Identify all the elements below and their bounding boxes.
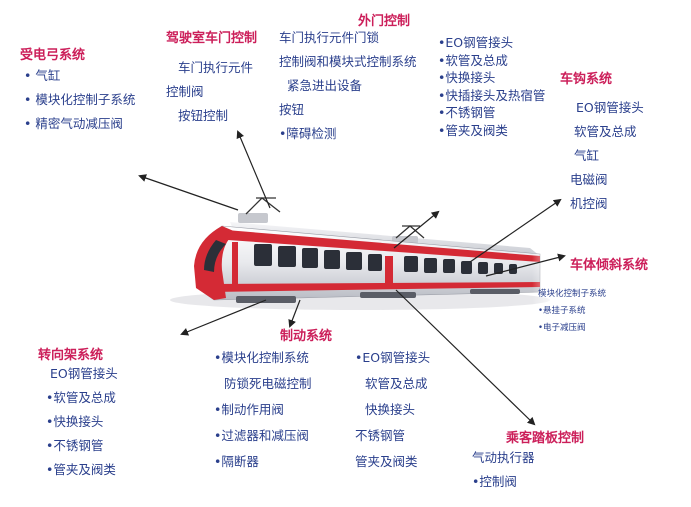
outer-door-list-right: •EO钢管接头 •软管及总成 •快换接头 •快插接头及热宿管 •不锈钢管 •管夹… xyxy=(438,34,545,139)
bogie-item: •快换接头 xyxy=(46,414,104,429)
outer-door-item: 车门执行元件门锁 xyxy=(279,30,380,45)
outer-door-item: •不锈钢管 xyxy=(438,105,496,120)
outer-door-item: 控制阀和模块式控制系统 xyxy=(279,54,417,69)
pantograph-item: • 模块化控制子系统 xyxy=(24,92,136,107)
train-doors xyxy=(232,242,393,286)
bogie-item: •不锈钢管 xyxy=(46,438,104,453)
arrow-bogie xyxy=(180,299,267,336)
brake-item: •过滤器和减压阀 xyxy=(214,428,309,443)
pantograph-right xyxy=(395,225,425,239)
cab-door-list: 车门执行元件 控制阀 按钮控制 xyxy=(166,56,253,128)
pantograph-item: • 精密气动减压阀 xyxy=(24,116,123,131)
outer-door-list-left: 车门执行元件门锁 控制阀和模块式控制系统 紧急进出设备 按钮 •障碍检测 xyxy=(279,26,417,146)
outer-door-item: •软管及总成 xyxy=(438,52,508,68)
outer-door-item: •快插接头及热宿管 xyxy=(438,87,546,103)
pointer-arrows xyxy=(138,130,566,426)
outer-door-item: •EO钢管接头 xyxy=(438,35,514,50)
brake-list-left: •模块化控制系统 防锁死电磁控制 •制动作用阀 •过滤器和减压阀 •隔断器 xyxy=(214,345,312,475)
bogie-item: •管夹及阀类 xyxy=(46,462,116,477)
outer-door-item: •管夹及阀类 xyxy=(438,122,508,138)
step-title: 乘客踏板控制 xyxy=(506,431,585,446)
tilting-item: 模块化控制子系统 xyxy=(538,289,607,299)
brake-item: •模块化控制系统 xyxy=(214,350,309,365)
outer-door-title: 外门控制 xyxy=(358,14,411,29)
coupler-item: EO钢管接头 xyxy=(576,100,644,115)
step-item: 气动执行器 xyxy=(472,450,535,465)
brake-item: 快换接头 xyxy=(365,402,416,417)
brake-item: 防锁死电磁控制 xyxy=(224,376,312,391)
arrow-tilting xyxy=(485,253,566,277)
coupler-list: EO钢管接头 软管及总成 气缸 电磁阀 机控阀 xyxy=(570,96,644,216)
roof-equipment xyxy=(238,213,268,223)
outer-door-item: •快换接头 xyxy=(438,70,496,85)
cab-door-item: 按钮控制 xyxy=(178,108,229,123)
outer-door-item: 紧急进出设备 xyxy=(287,78,363,93)
arrow-coupler xyxy=(469,198,562,263)
pantograph-item: • 气缸 xyxy=(24,68,61,83)
outer-door-item: 按钮 xyxy=(279,102,305,117)
arrow-outer-door xyxy=(393,210,440,249)
step-item: •控制阀 xyxy=(472,474,517,489)
brake-item: •EO钢管接头 xyxy=(355,350,431,365)
pantograph-list: • 气缸 • 模块化控制子系统 • 精密气动减压阀 xyxy=(24,64,135,136)
tilting-title: 车体倾斜系统 xyxy=(570,258,649,273)
cab-door-title: 驾驶室车门控制 xyxy=(166,31,258,46)
brake-item: •隔断器 xyxy=(214,454,259,469)
tilting-item: •悬挂子系统 xyxy=(538,306,586,316)
pantograph-title: 受电弓系统 xyxy=(20,48,86,63)
tilting-list: 模块化控制子系统 •悬挂子系统 •电子减压阀 xyxy=(538,286,606,337)
tilting-item: •电子减压阀 xyxy=(538,323,586,333)
arrow-pantograph xyxy=(138,174,239,211)
coupler-title: 车钩系统 xyxy=(560,72,613,87)
train-fade xyxy=(420,200,560,310)
coupler-item: 软管及总成 xyxy=(574,124,637,139)
bogie-item: EO钢管接头 xyxy=(50,366,118,381)
cab-door-item: 车门执行元件 xyxy=(178,60,254,75)
arrow-brake xyxy=(288,299,301,328)
brake-item: 管夹及阀类 xyxy=(355,454,418,469)
arrow-cab-door xyxy=(236,130,271,209)
bogie-item: •软管及总成 xyxy=(46,390,116,405)
brake-list-right: •EO钢管接头 软管及总成 快换接头 不锈钢管 管夹及阀类 xyxy=(355,345,430,475)
cab-door-item: 控制阀 xyxy=(166,84,204,99)
brake-item: 不锈钢管 xyxy=(355,428,406,443)
bogie-title: 转向架系统 xyxy=(38,348,104,363)
coupler-item: 气缸 xyxy=(574,148,600,163)
bogie-list: EO钢管接头 •软管及总成 •快换接头 •不锈钢管 •管夹及阀类 xyxy=(46,362,118,482)
brake-item: 软管及总成 xyxy=(365,376,428,391)
brake-item: •制动作用阀 xyxy=(214,402,284,417)
outer-door-item: •障碍检测 xyxy=(279,126,337,141)
brake-title: 制动系统 xyxy=(280,329,333,344)
pantograph-left xyxy=(245,197,281,215)
step-list: 气动执行器 •控制阀 xyxy=(472,446,535,494)
coupler-item: 机控阀 xyxy=(570,196,608,211)
arrow-step xyxy=(395,289,536,426)
coupler-item: 电磁阀 xyxy=(570,172,608,187)
train-windshield xyxy=(204,240,226,272)
